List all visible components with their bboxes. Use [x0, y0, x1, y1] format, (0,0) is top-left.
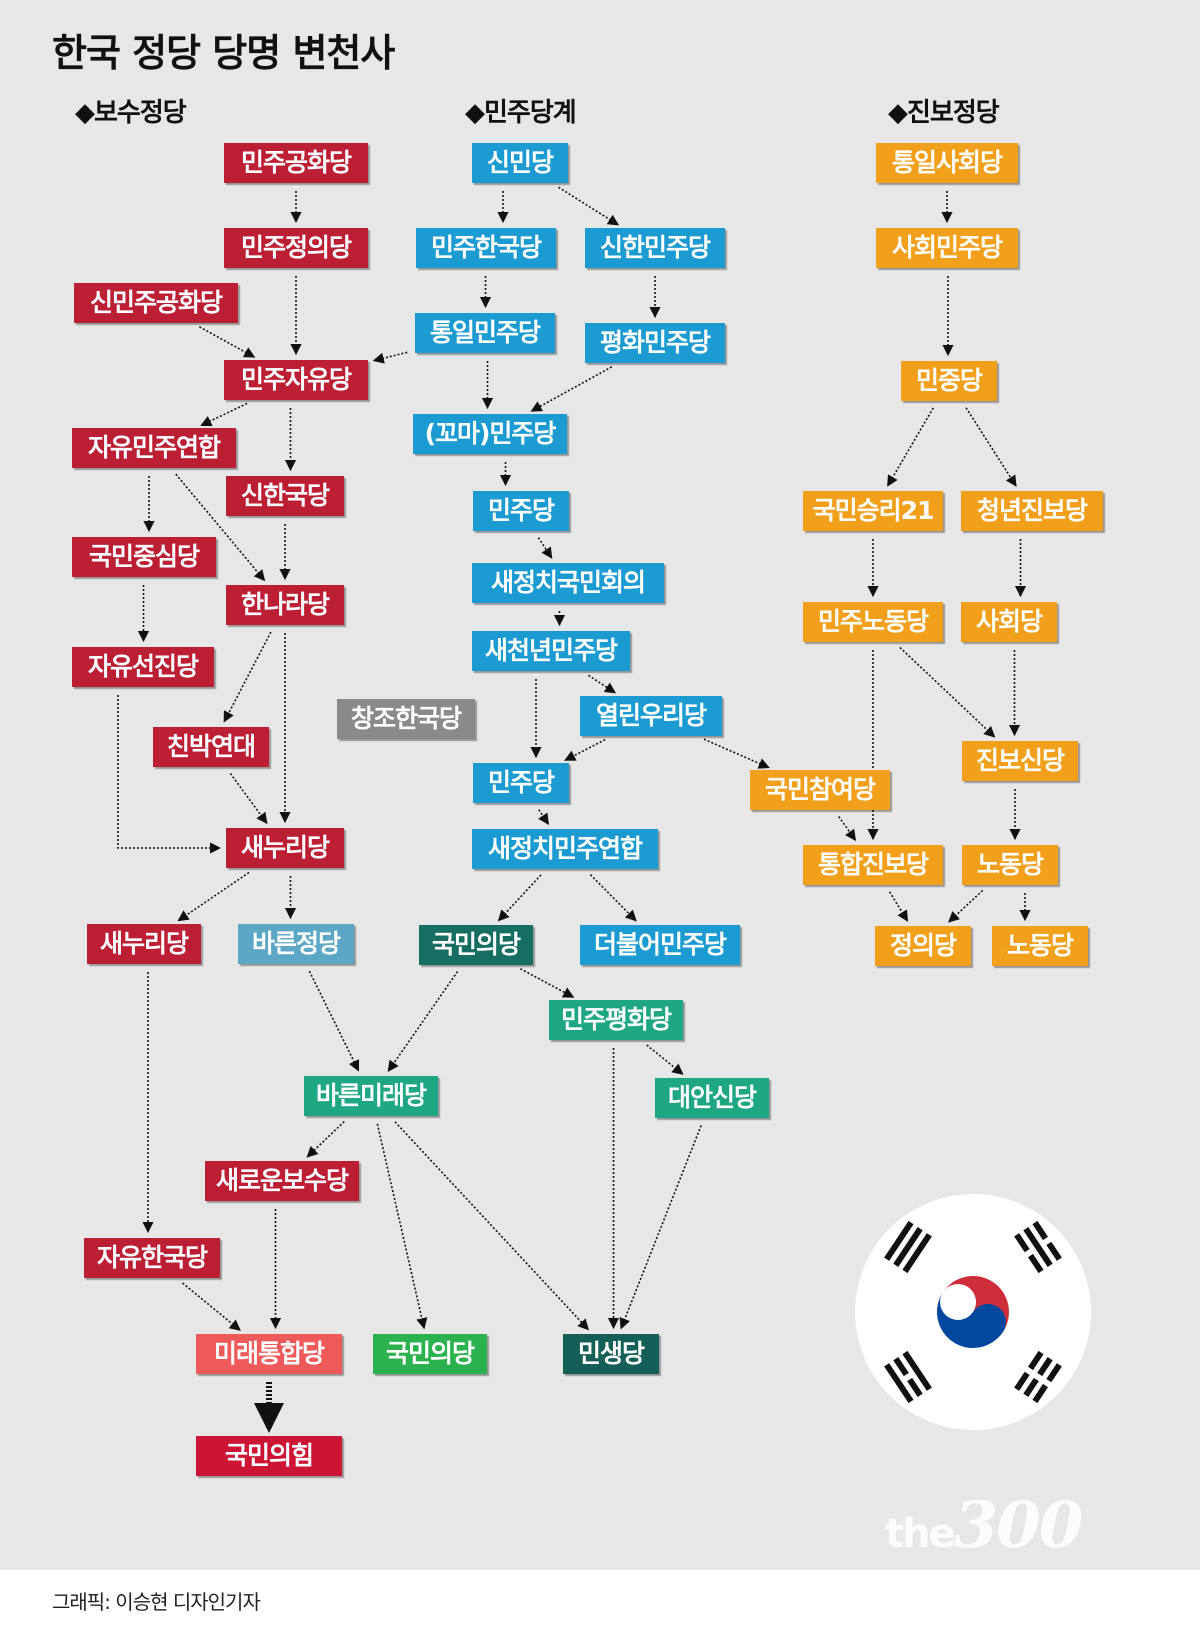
party-box-m16: 민주평화당	[549, 1000, 683, 1040]
party-box-c15: 자유한국당	[84, 1238, 220, 1278]
graphic-credit: 그래픽: 이승현 디자인기자	[52, 1590, 261, 1614]
party-box-c3: 신민주공화당	[74, 283, 238, 323]
party-box-p10: 통합진보당	[803, 845, 943, 885]
party-box-m9: 새천년민주당	[472, 631, 630, 671]
party-box-c1: 민주공화당	[224, 143, 368, 183]
party-box-m3: 신한민주당	[585, 228, 725, 268]
party-box-p1: 통일사회당	[876, 143, 1018, 183]
party-box-m20: 민생당	[563, 1334, 659, 1374]
party-box-m5: 평화민주당	[585, 323, 725, 363]
party-box-c9: 자유선진당	[72, 647, 214, 687]
the300-watermark: the300	[885, 1488, 1083, 1563]
party-box-m19: 국민의당	[373, 1334, 487, 1374]
party-box-p4: 국민승리21	[803, 491, 943, 531]
korean-flag-icon	[855, 1194, 1091, 1430]
party-box-m6: (꼬마)민주당	[413, 414, 567, 454]
edge-m18-to-m20	[619, 1125, 702, 1330]
party-box-p11: 노동당	[962, 845, 1058, 885]
edge-m12-to-m13	[538, 809, 550, 825]
party-box-c14: 새로운보수당	[205, 1161, 359, 1201]
edge-c11-to-c12	[177, 871, 250, 922]
edge-m13-to-m15	[589, 874, 637, 922]
party-box-m12: 민주당	[473, 763, 569, 803]
party-box-c13: 바른정당	[238, 924, 354, 964]
party-box-p6: 민주노동당	[803, 602, 943, 642]
party-box-c4: 민주자유당	[224, 360, 368, 400]
edge-c15-to-c16	[182, 1282, 241, 1331]
party-box-m18: 대안신당	[655, 1078, 769, 1118]
edge-m4-to-c4	[372, 351, 408, 364]
edge-m14-to-m17	[387, 971, 459, 1072]
edge-m9-to-m11	[588, 674, 617, 694]
party-box-c2: 민주정의당	[224, 228, 368, 268]
party-box-m17: 바른미래당	[304, 1076, 438, 1116]
edge-m14-to-m16	[520, 968, 575, 998]
column-header-conservative: ◆보수정당	[75, 98, 187, 128]
edge-m13-to-m14	[497, 874, 542, 922]
party-box-m14: 국민의당	[419, 925, 533, 965]
edge-c9-to-c11	[117, 695, 222, 854]
party-box-m11: 열린우리당	[580, 696, 722, 736]
party-box-c8: 한나라당	[226, 585, 344, 625]
party-box-p7: 사회당	[961, 602, 1057, 642]
party-box-m2: 민주한국당	[416, 228, 556, 268]
edge-m17-to-c14	[306, 1120, 345, 1158]
party-box-c5: 자유민주연합	[72, 428, 236, 468]
edge-m11-to-p9	[703, 738, 770, 769]
party-box-p9: 국민참여당	[750, 770, 890, 810]
edge-c3-to-c4	[198, 326, 256, 358]
party-box-m13: 새정치민주연합	[472, 829, 658, 869]
edge-c10-to-c11	[229, 772, 268, 825]
party-box-c17: 국민의힘	[196, 1436, 342, 1476]
party-box-p12: 정의당	[875, 926, 971, 966]
party-box-p5: 청년진보당	[961, 491, 1103, 531]
edge-c8-to-c10	[223, 631, 272, 723]
party-box-p2: 사회민주당	[876, 228, 1018, 268]
edge-c13-to-m17	[308, 970, 360, 1072]
edge-m7-to-m8	[537, 537, 553, 559]
party-box-c7: 국민중심당	[72, 537, 216, 577]
party-box-p8: 진보신당	[962, 741, 1078, 781]
edge-m17-to-m19	[376, 1123, 428, 1330]
party-box-m8: 새정치국민회의	[472, 563, 664, 603]
edge-m5-to-m6	[530, 366, 613, 412]
column-header-progressive: ◆진보정당	[888, 98, 1000, 128]
edge-p11-to-p12	[948, 889, 984, 923]
party-box-c10: 친박연대	[153, 727, 269, 767]
party-box-m1: 신민당	[472, 143, 568, 183]
edge-p9-to-p10	[838, 816, 857, 842]
edge-c4-to-c5	[200, 402, 248, 427]
edge-p3-to-p5	[965, 407, 1017, 487]
party-box-p3: 민중당	[901, 361, 997, 401]
party-box-c6: 신한국당	[226, 476, 344, 516]
edge-m16-to-m18	[646, 1044, 684, 1075]
party-box-c12: 새누리당	[87, 924, 201, 964]
edge-m11-to-m12	[564, 738, 606, 761]
party-box-p13: 노동당	[992, 926, 1088, 966]
footer	[0, 1570, 1200, 1634]
edge-p3-to-p4	[887, 407, 934, 487]
edge-p10-to-p12	[888, 891, 909, 922]
page-title: 한국 정당 당명 변천사	[52, 31, 395, 75]
edge-c5-to-c8	[175, 473, 266, 582]
edge-m1-to-m3	[558, 186, 620, 226]
column-header-minjoo: ◆민주당계	[465, 98, 577, 128]
edge-p6-to-p8	[899, 646, 996, 738]
party-box-m15: 더불어민주당	[580, 925, 740, 965]
party-box-m7: 민주당	[473, 491, 569, 531]
party-box-c11: 새누리당	[226, 828, 344, 868]
party-box-c16: 미래통합당	[196, 1334, 342, 1374]
party-box-m4: 통일민주당	[415, 313, 555, 353]
party-box-m10: 창조한국당	[337, 699, 475, 739]
edge-m17-to-m20	[394, 1121, 590, 1331]
